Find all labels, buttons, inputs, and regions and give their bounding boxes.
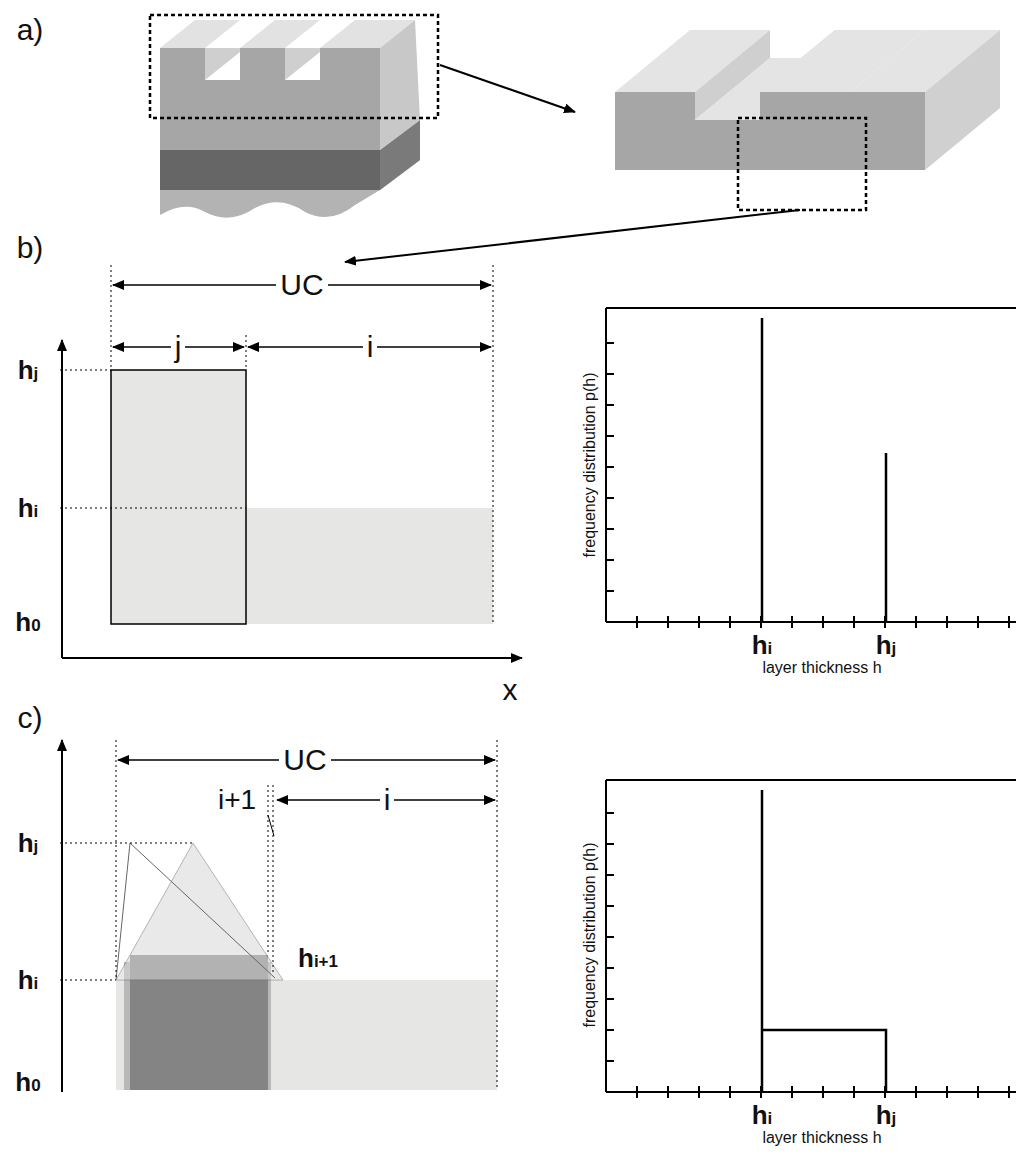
axis-title: layer thickness h <box>762 660 881 676</box>
tick <box>760 616 762 628</box>
tick <box>606 528 614 530</box>
dimension-label: i+1 <box>218 786 256 814</box>
height-label: hi+1 <box>298 945 338 971</box>
tick <box>606 812 614 814</box>
height-label: hj <box>18 357 39 383</box>
dimension-label: i <box>363 332 378 362</box>
tick <box>606 559 614 561</box>
tick <box>884 616 886 628</box>
height-label: hi <box>18 967 39 993</box>
tick <box>606 590 614 592</box>
axis-tick-label: hi <box>752 632 773 658</box>
tick <box>729 616 731 628</box>
tick <box>606 905 614 907</box>
tick <box>977 616 979 628</box>
tick <box>606 936 614 938</box>
tick <box>884 1086 886 1098</box>
dimension-label: UC <box>276 270 327 300</box>
tick <box>606 1060 614 1062</box>
tick <box>667 616 669 628</box>
tick <box>729 1086 731 1098</box>
tick <box>606 1029 614 1031</box>
tick <box>698 1086 700 1098</box>
tick <box>760 1086 762 1098</box>
dimension-label: UC <box>279 745 330 775</box>
axis-tick-label: hj <box>876 632 897 658</box>
dimension-label: i <box>380 785 395 815</box>
axis-title: frequency distribution p(h) <box>582 373 598 558</box>
tick <box>822 616 824 628</box>
panel-label: a) <box>17 15 44 45</box>
tick <box>606 373 614 375</box>
tick <box>791 616 793 628</box>
tick <box>606 342 614 344</box>
tick <box>667 1086 669 1098</box>
panel-label: c) <box>18 703 43 733</box>
tick <box>606 466 614 468</box>
dimension-label: j <box>171 332 186 362</box>
tick <box>698 616 700 628</box>
tick <box>915 616 917 628</box>
tick <box>822 1086 824 1098</box>
height-label: hj <box>18 830 39 856</box>
tick <box>636 616 638 628</box>
tick <box>606 497 614 499</box>
tick <box>946 1086 948 1098</box>
tick <box>853 616 855 628</box>
tick <box>853 1086 855 1098</box>
tick <box>606 435 614 437</box>
tick <box>915 1086 917 1098</box>
tick <box>606 874 614 876</box>
panel-label: b) <box>17 233 44 263</box>
tick <box>791 1086 793 1098</box>
tick <box>1008 616 1010 628</box>
tick <box>606 404 614 406</box>
tick <box>1008 1086 1010 1098</box>
height-label: hi <box>18 495 39 521</box>
tick <box>606 998 614 1000</box>
tick <box>636 1086 638 1098</box>
height-label: h0 <box>15 1069 40 1095</box>
axis-tick-label: hi <box>752 1102 773 1128</box>
tick <box>606 843 614 845</box>
tick <box>977 1086 979 1098</box>
tick <box>606 967 614 969</box>
axis-title: layer thickness h <box>762 1130 881 1146</box>
axis-label: x <box>503 675 518 705</box>
height-label: h0 <box>15 609 40 635</box>
axis-tick-label: hj <box>876 1102 897 1128</box>
axis-title: frequency distribution p(h) <box>582 843 598 1028</box>
tick <box>946 616 948 628</box>
